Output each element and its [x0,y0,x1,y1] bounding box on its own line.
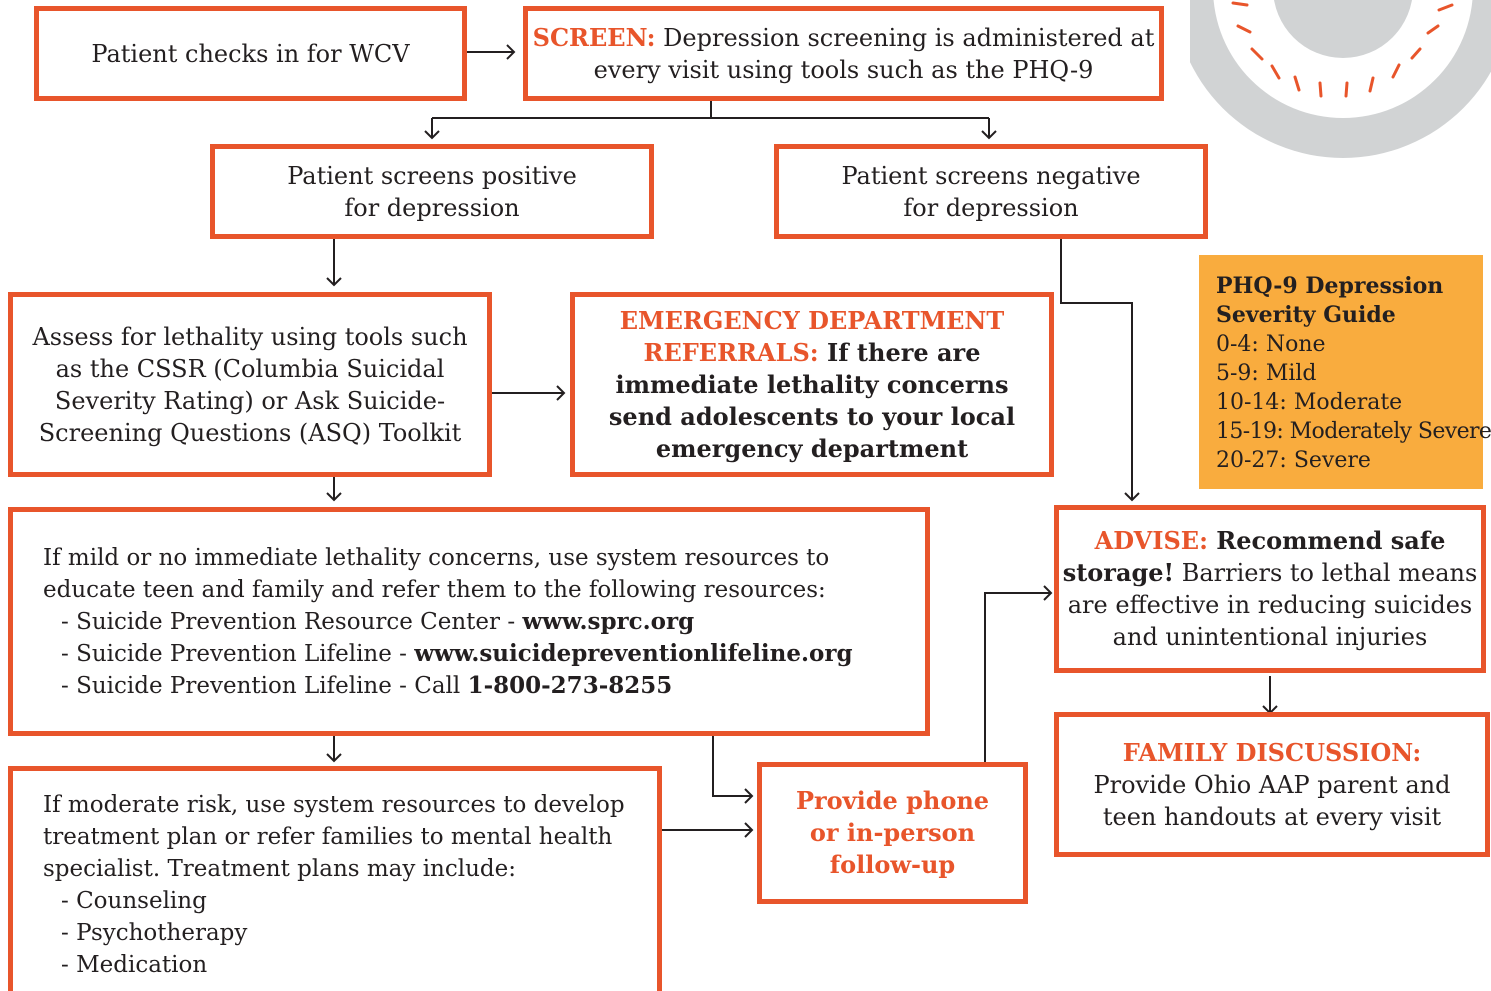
family-discussion-box: FAMILY DISCUSSION: Provide Ohio AAP pare… [1054,712,1490,857]
treatment-item: - Psychotherapy [61,920,248,946]
guide-row: 5-9: Mild [1216,361,1317,386]
advise-label: ADVISE: [1094,526,1208,555]
sprc-link[interactable]: www.sprc.org [522,607,695,635]
advise-line-1: ADVISE: Recommend safe [1094,526,1446,555]
check-in-box: Patient checks in for WCV [34,6,467,101]
treatment-item: - Medication [61,952,208,978]
moderate-line: If moderate risk, use system resources t… [43,792,625,818]
positive-box: Patient screens positive for depression [210,144,654,239]
followup-box: Provide phone or in-person follow-up [757,762,1028,904]
negative-line-2: for depression [903,193,1079,222]
check-in-text: Patient checks in for WCV [91,39,410,68]
positive-line-1: Patient screens positive [287,161,577,190]
emergency-line-5: emergency department [655,433,969,463]
emergency-line-3: immediate lethality concerns [615,369,1009,399]
emergency-box: EMERGENCY DEPARTMENT REFERRALS: If there… [570,292,1054,477]
resource-lifeline-phone: - Suicide Prevention Lifeline - Call 1-8… [61,671,673,699]
assess-line: Severity Rating) or Ask Suicide- [54,386,446,415]
followup-line-1: Provide phone [795,786,990,815]
screen-label: SCREEN: [532,22,656,52]
advise-line-4: and unintentional injuries [1112,623,1428,651]
guide-title-1: PHQ-9 Depression [1216,273,1444,299]
guide-row: 20-27: Severe [1216,448,1371,473]
guide-title-2: Severity Guide [1216,302,1396,328]
mild-resources-box: If mild or no immediate lethality concer… [8,507,930,736]
assess-box: Assess for lethality using tools such as… [8,292,492,477]
advise-box: ADVISE: Recommend safe storage! Barriers… [1054,505,1486,673]
lifeline-phone: 1-800-273-8255 [467,671,673,699]
resource-lifeline-web: - Suicide Prevention Lifeline - www.suic… [61,639,853,667]
negative-line-1: Patient screens negative [841,161,1141,190]
emergency-label-1: EMERGENCY DEPARTMENT [619,305,1005,335]
negative-box: Patient screens negative for depression [774,144,1208,239]
screen-box: SCREEN: Depression screening is administ… [523,6,1164,101]
positive-line-2: for depression [344,193,520,222]
assess-line: Screening Questions (ASQ) Toolkit [38,418,462,447]
advise-line-2: storage! Barriers to lethal means [1062,558,1478,587]
family-line-3: teen handouts at every visit [1102,802,1442,831]
emergency-line-2: REFERRALS: If there are [643,337,981,367]
dial-graphic-icon [1190,0,1491,158]
mild-line-1: If mild or no immediate lethality concer… [43,544,830,571]
mild-line-2: educate teen and family and refer them t… [43,576,826,603]
moderate-risk-box: If moderate risk, use system resources t… [8,766,662,991]
advise-line-3: are effective in reducing suicides [1067,591,1473,619]
family-line-2: Provide Ohio AAP parent and [1093,770,1451,799]
arrow-mild-to-followup [712,736,752,797]
screen-line-2: every visit using tools such as the PHQ-… [593,55,1094,84]
screen-line-1: SCREEN: Depression screening is administ… [532,22,1155,52]
phq9-severity-guide: PHQ-9 Depression Severity Guide 0-4: Non… [1199,255,1491,489]
resource-sprc: - Suicide Prevention Resource Center - w… [61,607,695,635]
guide-row: 0-4: None [1216,332,1326,357]
followup-line-3: follow-up [829,850,956,879]
arrow-negative-to-advise [1060,237,1133,500]
arrow-followup-to-advise [984,592,1051,764]
assess-line: as the CSSR (Columbia Suicidal [55,354,445,383]
moderate-line: specialist. Treatment plans may include: [43,856,517,882]
treatment-item: - Counseling [61,888,207,914]
family-label: FAMILY DISCUSSION: [1122,737,1422,767]
moderate-line: treatment plan or refer families to ment… [43,824,613,850]
guide-row: 10-14: Moderate [1216,390,1403,415]
assess-line: Assess for lethality using tools such [32,322,468,351]
lifeline-link[interactable]: www.suicidepreventionlifeline.org [414,639,853,667]
guide-row: 15-19: Moderately Severe [1216,419,1491,444]
followup-line-2: or in-person [809,818,976,847]
emergency-line-4: send adolescents to your local [608,401,1016,431]
